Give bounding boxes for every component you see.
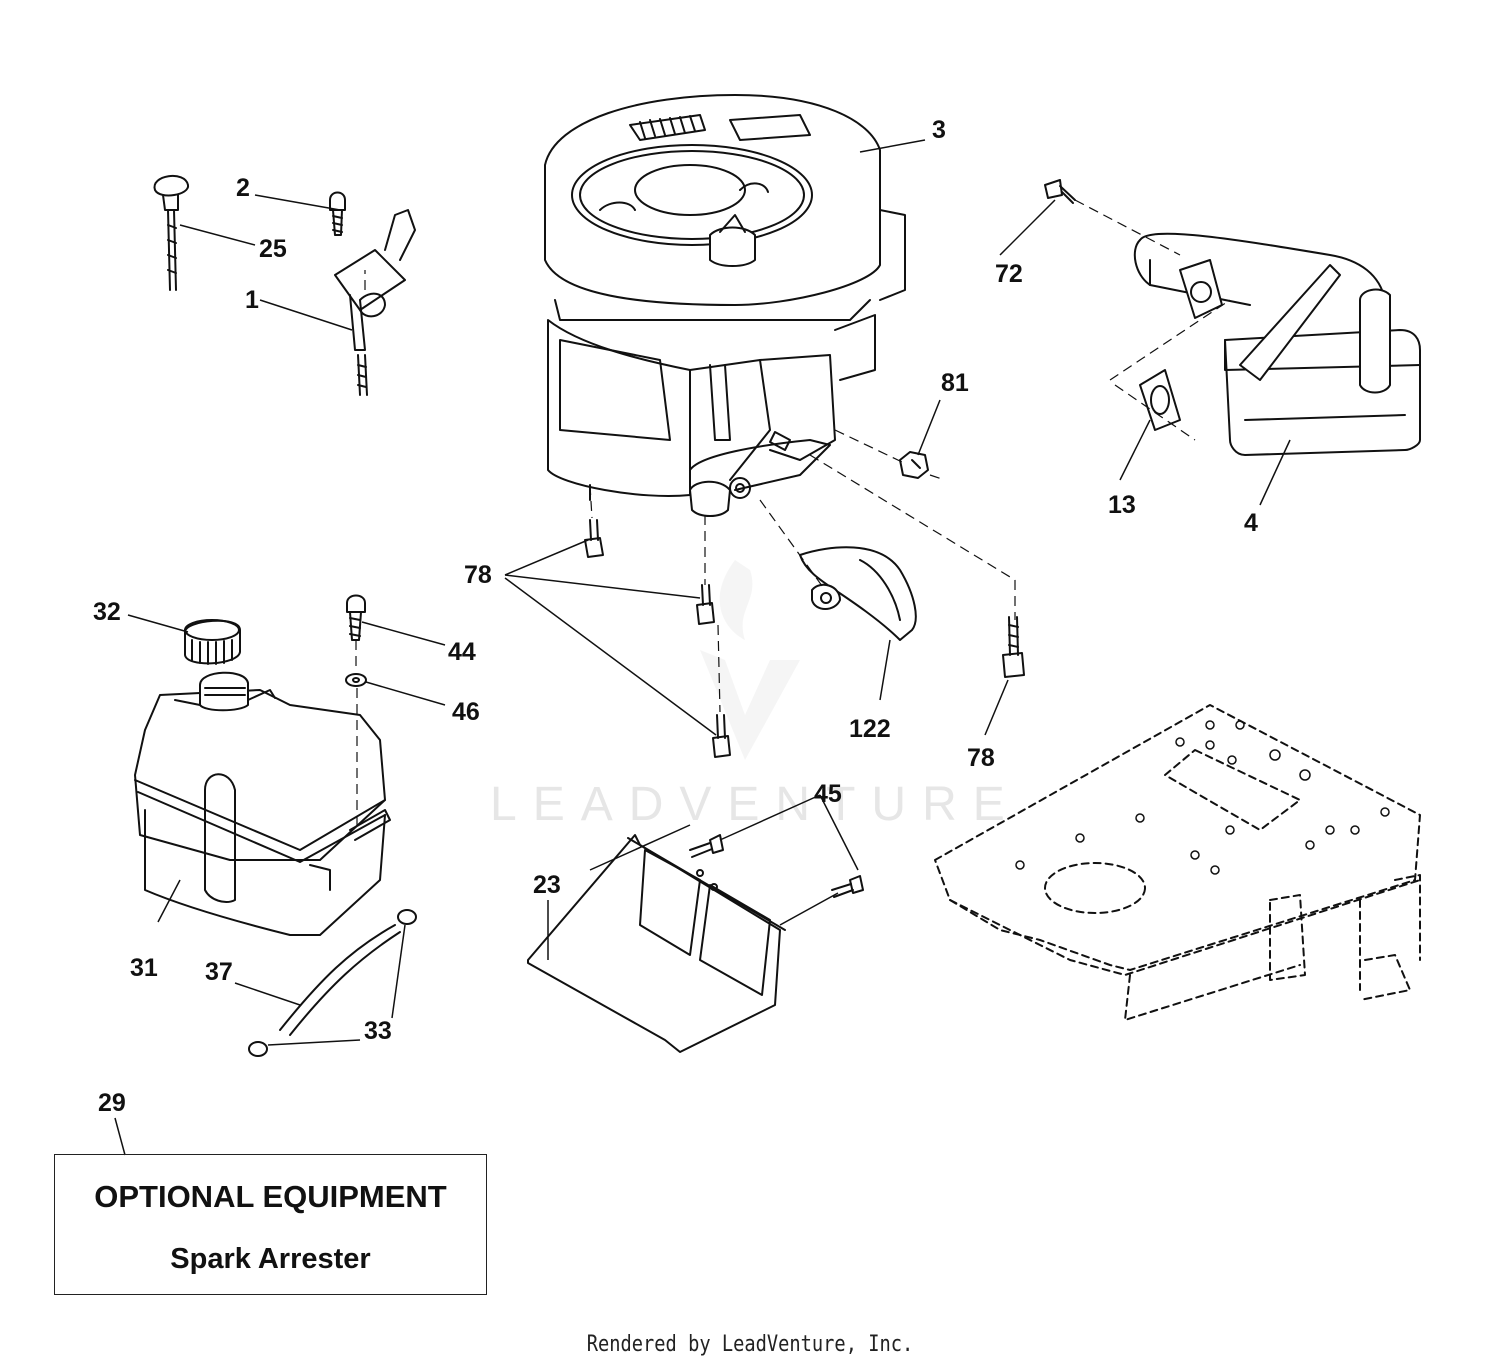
washer-part-46 xyxy=(345,673,367,687)
muffler-part-4 xyxy=(1133,232,1421,456)
shield-part-122 xyxy=(799,546,917,641)
callout-29: 29 xyxy=(98,1089,126,1117)
bolt-part-78-b xyxy=(696,584,715,625)
optional-equipment-title: OPTIONAL EQUIPMENT xyxy=(94,1179,447,1214)
callout-72: 72 xyxy=(995,260,1023,288)
callout-3: 3 xyxy=(932,116,946,144)
callout-4: 4 xyxy=(1244,509,1258,537)
callout-31: 31 xyxy=(130,954,158,982)
fuel-cap-part-32 xyxy=(184,619,241,665)
nut-part-81 xyxy=(899,451,929,479)
callout-122: 122 xyxy=(849,715,891,743)
callout-25: 25 xyxy=(259,235,287,263)
callout-labels: 1 2 3 4 13 23 25 29 31 32 33 37 44 45 46… xyxy=(93,116,1258,1117)
callout-1: 1 xyxy=(245,286,259,314)
assembly-lines xyxy=(355,199,1231,830)
frame-holes xyxy=(1015,720,1390,875)
dipstick-part-25 xyxy=(153,174,189,291)
fuel-line-part-37 xyxy=(279,924,401,1036)
baffle-plate-part-23 xyxy=(527,834,786,1053)
screw-part-45-b xyxy=(831,875,864,898)
callout-13: 13 xyxy=(1108,491,1136,519)
screw-part-2 xyxy=(329,191,346,236)
callout-2: 2 xyxy=(236,174,250,202)
bolt-part-78-d xyxy=(1002,616,1025,678)
callout-44: 44 xyxy=(448,638,476,666)
screw-part-45-a xyxy=(689,834,724,858)
watermark-logo xyxy=(700,560,800,760)
callout-78-a: 78 xyxy=(464,561,492,589)
bolt-part-72 xyxy=(1044,179,1076,204)
leader-lines xyxy=(114,139,1291,1156)
callout-33: 33 xyxy=(364,1017,392,1045)
callout-46: 46 xyxy=(452,698,480,726)
chassis-frame xyxy=(934,704,1421,1021)
callout-32: 32 xyxy=(93,598,121,626)
callout-45: 45 xyxy=(814,780,842,808)
footer-credit: Rendered by LeadVenture, Inc. xyxy=(586,1332,914,1357)
callout-81: 81 xyxy=(941,369,969,397)
watermark-text: LEADVENTURE xyxy=(490,778,1021,831)
clamp-part-33-a xyxy=(397,909,417,925)
fuel-tank-part-31 xyxy=(134,671,391,936)
bolt-part-78-a xyxy=(584,519,604,558)
engine-part-3 xyxy=(544,94,906,517)
clamp-part-33-b xyxy=(248,1041,268,1057)
gasket-part-13 xyxy=(1139,369,1181,431)
callout-78-b: 78 xyxy=(967,744,995,772)
throttle-control-part-1 xyxy=(334,209,416,396)
optional-equipment-box: OPTIONAL EQUIPMENT Spark Arrester xyxy=(54,1154,487,1295)
bolt-part-78-c xyxy=(712,714,731,758)
optional-equipment-item: Spark Arrester xyxy=(170,1243,371,1275)
callout-23: 23 xyxy=(533,871,561,899)
screw-part-44 xyxy=(346,594,366,641)
callout-37: 37 xyxy=(205,958,233,986)
